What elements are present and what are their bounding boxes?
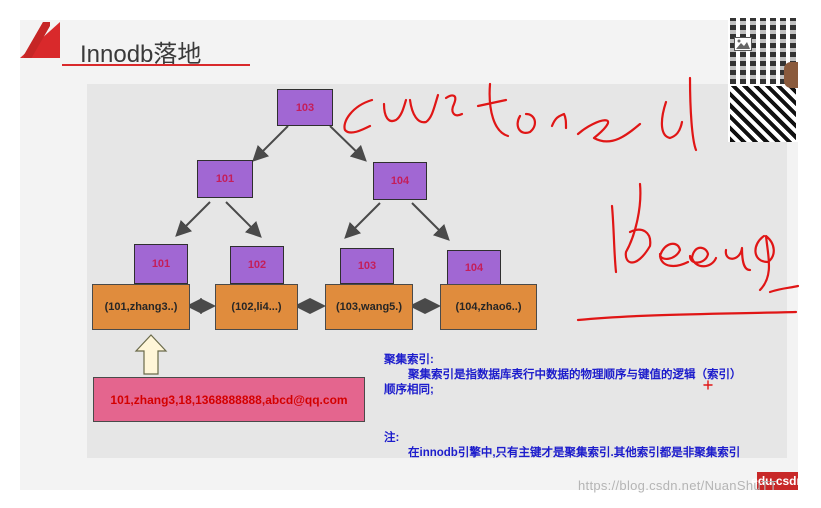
leaf-key-node: 103: [340, 248, 394, 284]
edge-root-right: [329, 125, 367, 162]
row-record: 101,zhang3,18,1368888888,abcd@qq.com: [93, 377, 365, 422]
leaf-record-node: (104,zhao6..): [440, 284, 537, 330]
image-icon[interactable]: [734, 37, 752, 51]
edge-root-left: [252, 125, 289, 162]
leaf-key-node: 102: [230, 246, 284, 284]
tree-root-node: 103: [277, 89, 333, 126]
edu-badge: edu.csdn: [751, 472, 804, 490]
qr-code-icon: [730, 86, 796, 142]
edge-101-101: [175, 201, 211, 237]
leaf-key-node: 101: [134, 244, 188, 284]
edge-104-103: [344, 202, 381, 239]
handwriting-line2: index: [612, 200, 614, 201]
watermark: https://blog.csdn.net/NuanShuTT: [578, 478, 778, 493]
leaf-record-node: (102,li4...): [215, 284, 298, 330]
slide-title: Innodb落地: [80, 41, 202, 68]
handwriting-line1: clustered: [345, 92, 349, 93]
leaf-key-node: 104: [447, 250, 501, 286]
tree-node-left: 101: [197, 160, 253, 198]
leaf-record-node: (101,zhang3..): [92, 284, 190, 330]
note-label: 注:: [384, 432, 400, 444]
title-underline: [62, 64, 250, 66]
edge-104-104: [411, 202, 450, 241]
footer-strip: [20, 490, 798, 508]
desc-line2: 顺序相同;: [384, 384, 434, 396]
desc-line1: 聚集索引是指数据库表行中数据的物理顺序与键值的逻辑（索引）: [408, 369, 742, 381]
up-arrow: [134, 334, 168, 375]
edge-101-102: [225, 201, 262, 238]
avatar: [784, 62, 798, 88]
handwriting-strokes: [343, 76, 800, 390]
desc-heading: 聚集索引:: [384, 354, 434, 366]
title-accent-stripe: [24, 22, 50, 58]
tree-node-right: 104: [373, 162, 427, 200]
leaf-record-node: (103,wang5.): [325, 284, 413, 330]
note-text: 在innodb引擎中,只有主键才是聚集索引.其他索引都是非聚集索引: [408, 447, 741, 459]
